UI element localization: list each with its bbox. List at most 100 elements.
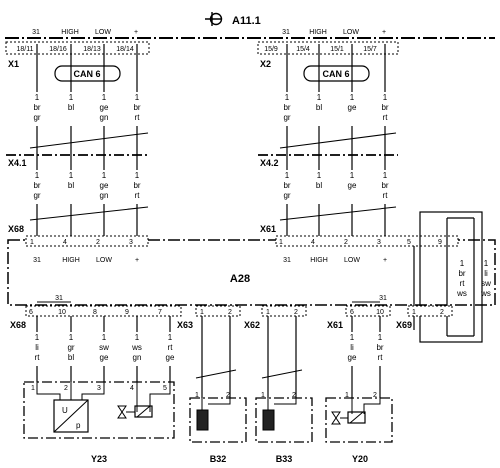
svg-text:bl: bl [68,181,74,190]
svg-text:LOW: LOW [96,257,112,264]
x1-w2-a: 1 [69,93,74,102]
svg-text:9: 9 [438,239,442,246]
x61-ground-31: 31 [379,295,387,302]
svg-text:rt: rt [383,191,389,200]
svg-text:ge: ge [166,353,175,362]
b32-component: 1 2 B32 [189,392,247,464]
b33-shield-line [261,369,303,379]
x61-top-strip [275,235,459,247]
x2-can-label: CAN 6 [322,69,349,79]
svg-text:rt: rt [460,279,466,288]
x61-bot-pins: 6 10 [350,309,384,316]
svg-text:2: 2 [96,239,100,246]
x68-bot-pins: 6 10 8 9 7 [29,309,162,316]
x68-ground-31: 31 [55,295,63,302]
x69-pins: 1 2 [412,309,444,316]
svg-text:br: br [458,269,465,278]
svg-text:1: 1 [484,259,489,268]
svg-text:1: 1 [69,333,74,342]
svg-text:2: 2 [344,239,348,246]
svg-text:gr: gr [283,191,290,200]
svg-text:gn: gn [133,353,142,362]
x2-w4-c: rt [383,113,389,122]
b33-component: 1 2 B33 [255,392,313,464]
x1-w3-c: gn [100,113,109,122]
svg-text:br: br [381,181,388,190]
svg-text:rt: rt [378,353,384,362]
svg-text:1: 1 [285,171,290,180]
svg-text:1: 1 [35,171,40,180]
x4-1-label: X4.1 [8,158,27,168]
x1-can-label: CAN 6 [73,69,100,79]
svg-text:5: 5 [407,239,411,246]
svg-text:+: + [383,257,387,264]
svg-text:rt: rt [35,353,41,362]
right-wire-labels: 1 br rt ws 1 li sw ws [456,259,491,298]
svg-text:6: 6 [350,309,354,316]
svg-text:2: 2 [228,309,232,316]
x1-signal-3: LOW [95,29,111,36]
x2-signal-4: + [382,29,386,36]
x2-w4-b: br [381,103,388,112]
x2-w3-a: 1 [350,93,355,102]
svg-text:31: 31 [283,257,291,264]
svg-text:1: 1 [345,392,349,399]
svg-text:10: 10 [58,309,66,316]
x2-connector: 31 HIGH LOW + 15/9 15/4 15/1 15/7 X2 CAN… [257,29,399,82]
svg-text:1: 1 [200,309,204,316]
a28-module-box [7,239,496,306]
svg-text:ge: ge [100,181,109,190]
svg-text:2: 2 [294,309,298,316]
svg-text:9: 9 [125,309,129,316]
svg-text:6: 6 [29,309,33,316]
svg-text:3: 3 [97,385,101,392]
x63-label: X63 [177,320,193,330]
svg-text:1: 1 [168,333,173,342]
y20-component: 1 2 Y20 [325,392,393,464]
x1-w4-a: 1 [135,93,140,102]
svg-text:2: 2 [226,392,230,399]
svg-text:1: 1 [460,259,465,268]
x1-w1-b: br [33,103,40,112]
x63-strip [195,305,241,317]
b32-label: B32 [210,454,227,464]
x4-2-label: X4.2 [260,158,279,168]
x1-w1-c: gr [33,113,40,122]
svg-text:gn: gn [100,191,109,200]
x62-pins: 1 2 [266,309,298,316]
x1-wire-labels: 1 br gr 1 bl 1 ge gn 1 br rt [33,93,140,122]
svg-text:p: p [76,421,81,430]
x1-w4-c: rt [135,113,141,122]
x2-pin-3: 15/1 [330,46,344,53]
svg-text:+: + [135,257,139,264]
x62-strip [261,305,307,317]
svg-text:bl: bl [316,181,322,190]
x61-top-label: X61 [260,224,276,234]
svg-text:br: br [376,343,383,352]
x1-pin-3: 18/13 [83,46,101,53]
b32-shield-line [195,369,237,379]
top-wires [36,44,386,240]
x1-connector: 31 HIGH LOW + 18/11 18/16 18/13 18/14 X1… [5,29,150,82]
x2-signal-2: HIGH [309,29,327,36]
x2-signal-3: LOW [343,29,359,36]
svg-text:ws: ws [456,289,467,298]
x2-w1-c: gr [283,113,290,122]
x2-w1-b: br [283,103,290,112]
y23-label: Y23 [91,454,107,464]
x69-label: X69 [396,320,412,330]
title-label: A11.1 [232,15,261,27]
x1-pin-2: 18/16 [49,46,67,53]
svg-text:3: 3 [377,239,381,246]
svg-text:li: li [35,343,39,352]
svg-text:1: 1 [35,333,40,342]
x1-signal-1: 31 [32,29,40,36]
svg-text:HIGH: HIGH [310,257,328,264]
bottom-label-gaps [30,332,387,366]
x4-1-twist-line [29,132,149,149]
svg-text:HIGH: HIGH [62,257,80,264]
x2-pin-2: 15/4 [296,46,310,53]
svg-text:ws: ws [480,289,491,298]
x68-top-signals: 31 HIGH LOW + [33,257,139,264]
